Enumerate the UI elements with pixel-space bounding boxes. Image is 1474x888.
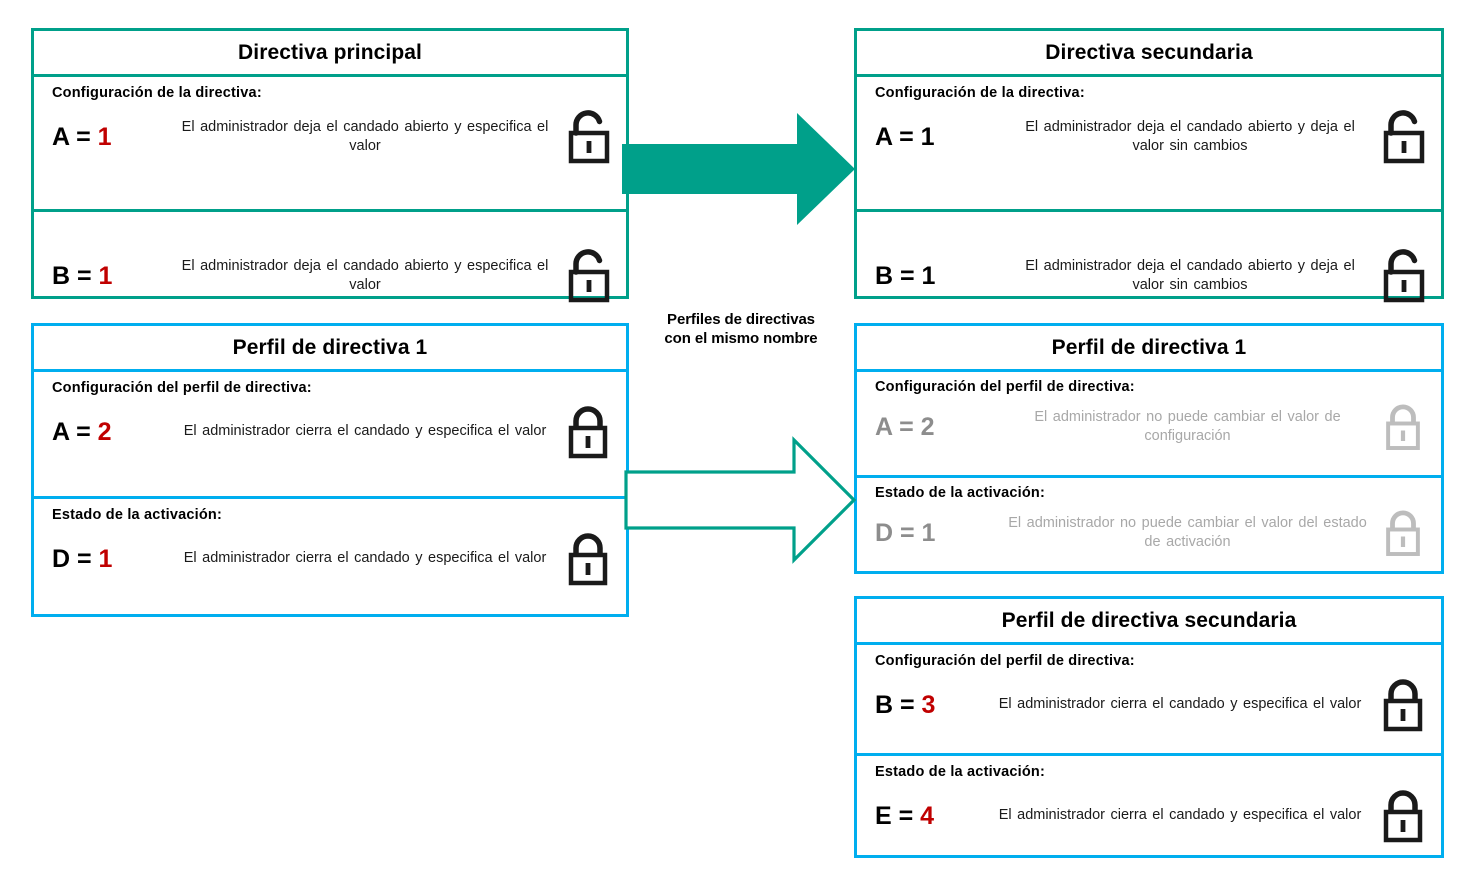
row-profile-right-d: Estado de la activación: D = 1 El admini… [857,475,1441,578]
row-profile-left-d: Estado de la activación: D = 1 El admini… [34,496,626,620]
setting-key-value: B = 1 [52,262,170,291]
setting-key-value: A = 2 [52,418,170,447]
setting-key: E = [875,801,921,830]
row-body: A = 2 El administrador cierra el candado… [52,400,616,464]
locked-icon [1383,679,1423,732]
unlocked-icon [1383,249,1425,303]
section-label-profile-configuration: Configuración del perfil de directiva: [875,653,1135,670]
setting-description: El administrador deja el candado abierto… [181,257,549,294]
locked-disabled-icon [1386,510,1420,557]
row-body: D = 1 El administrador cierra el candado… [52,527,616,591]
card-child-policy: Directiva secundaria Configuración de la… [854,28,1444,303]
section-label-activation-state: Estado de la activación: [875,485,1045,502]
setting-value: 1 [921,261,936,290]
section-label-activation-state: Estado de la activación: [875,764,1045,781]
setting-description: El administrador deja el candado abierto… [1025,118,1355,155]
row-body: B = 1 El administrador deja el candado a… [52,219,616,333]
unlocked-icon [1383,110,1425,164]
setting-description: El administrador no puede cambiar el val… [1034,408,1341,445]
row-profile-right-a: Configuración del perfil de directiva: A… [857,372,1441,475]
inheritance-arrow-outline [624,436,857,564]
card-child-policy-profile: Perfil de directiva secundaria Configura… [854,596,1444,858]
card-title-child-policy-profile: Perfil de directiva secundaria [857,599,1441,646]
setting-key-value: D = 1 [52,545,170,574]
setting-value: 1 [98,544,113,573]
setting-key: A = [875,122,921,151]
row-body: A = 2 El administrador no puede cambiar … [875,399,1431,455]
setting-key: B = [875,261,922,290]
setting-key-value: A = 2 [875,413,1000,442]
setting-key: B = [52,261,99,290]
setting-value: 3 [921,690,936,719]
row-body: D = 1 El administrador no puede cambiar … [875,505,1431,561]
card-title-child-policy: Directiva secundaria [857,31,1441,78]
center-caption-line2: con el mismo nombre [664,329,818,347]
setting-key-value: E = 4 [875,802,985,831]
row-child-profile-e: Estado de la activación: E = 4 El admini… [857,753,1441,861]
card-policy-profile-left: Perfil de directiva 1 Configuración del … [31,323,629,617]
center-caption-line1: Perfiles de directivas [667,311,815,328]
section-label-policy-configuration: Configuración de la directiva: [52,85,262,102]
row-body: B = 1 El administrador deja el candado a… [875,219,1431,333]
setting-description: El administrador cierra el candado y esp… [183,423,547,440]
setting-key: A = [52,122,98,151]
locked-disabled-icon [1386,404,1420,451]
setting-description: El administrador deja el candado abierto… [181,118,549,155]
setting-key-value: D = 1 [875,519,1000,548]
setting-description: El administrador cierra el candado y esp… [183,550,547,567]
setting-value: 4 [920,801,935,830]
inheritance-arrow-filled [622,113,855,225]
card-parent-policy: Directiva principal Configuración de la … [31,28,629,303]
unlocked-icon [568,249,610,303]
locked-icon [568,406,608,459]
setting-key-value: B = 1 [875,262,1005,291]
setting-key: B = [875,690,922,719]
setting-key: D = [52,544,99,573]
row-child-profile-b: Configuración del perfil de directiva: B… [857,645,1441,753]
setting-key-value: A = 1 [875,123,1005,152]
setting-key: A = 2 [875,412,935,441]
unlocked-icon [568,110,610,164]
row-body: A = 1 El administrador deja el candado a… [52,105,616,169]
row-body: E = 4 El administrador cierra el candado… [875,784,1431,848]
setting-key-value: A = 1 [52,123,170,152]
section-label-policy-configuration: Configuración de la directiva: [875,85,1085,102]
row-body: B = 3 El administrador cierra el candado… [875,673,1431,737]
setting-value: 2 [97,417,112,446]
setting-description: El administrador no puede cambiar el val… [1008,514,1367,551]
setting-value: 1 [97,122,112,151]
setting-description: El administrador deja el candado abierto… [1025,257,1355,294]
locked-icon [568,533,608,586]
section-label-profile-configuration: Configuración del perfil de directiva: [52,380,312,397]
row-profile-left-a: Configuración del perfil de directiva: A… [34,372,626,496]
setting-value: 1 [98,261,113,290]
card-policy-profile-right: Perfil de directiva 1 Configuración del … [854,323,1444,574]
card-title-policy-profile-right: Perfil de directiva 1 [857,326,1441,373]
center-caption: Perfiles de directivas con el mismo nomb… [639,311,843,349]
setting-key: A = [52,417,98,446]
section-label-profile-configuration: Configuración del perfil de directiva: [875,379,1135,396]
row-child-policy-a: Configuración de la directiva: A = 1 El … [857,77,1441,209]
setting-key: D = 1 [875,518,936,547]
locked-icon [1383,790,1423,843]
card-title-parent-policy: Directiva principal [34,31,626,78]
setting-description: El administrador cierra el candado y esp… [998,807,1362,824]
row-body: A = 1 El administrador deja el candado a… [875,105,1431,169]
row-parent-policy-b: B = 1 El administrador deja el candado a… [34,209,626,342]
row-child-policy-b: B = 1 El administrador deja el candado a… [857,209,1441,342]
row-parent-policy-a: Configuración de la directiva: A = 1 El … [34,77,626,209]
setting-description: El administrador cierra el candado y esp… [998,696,1362,713]
card-title-policy-profile-left: Perfil de directiva 1 [34,326,626,373]
setting-key-value: B = 3 [875,691,985,720]
section-label-activation-state: Estado de la activación: [52,507,222,524]
setting-value: 1 [920,122,935,151]
